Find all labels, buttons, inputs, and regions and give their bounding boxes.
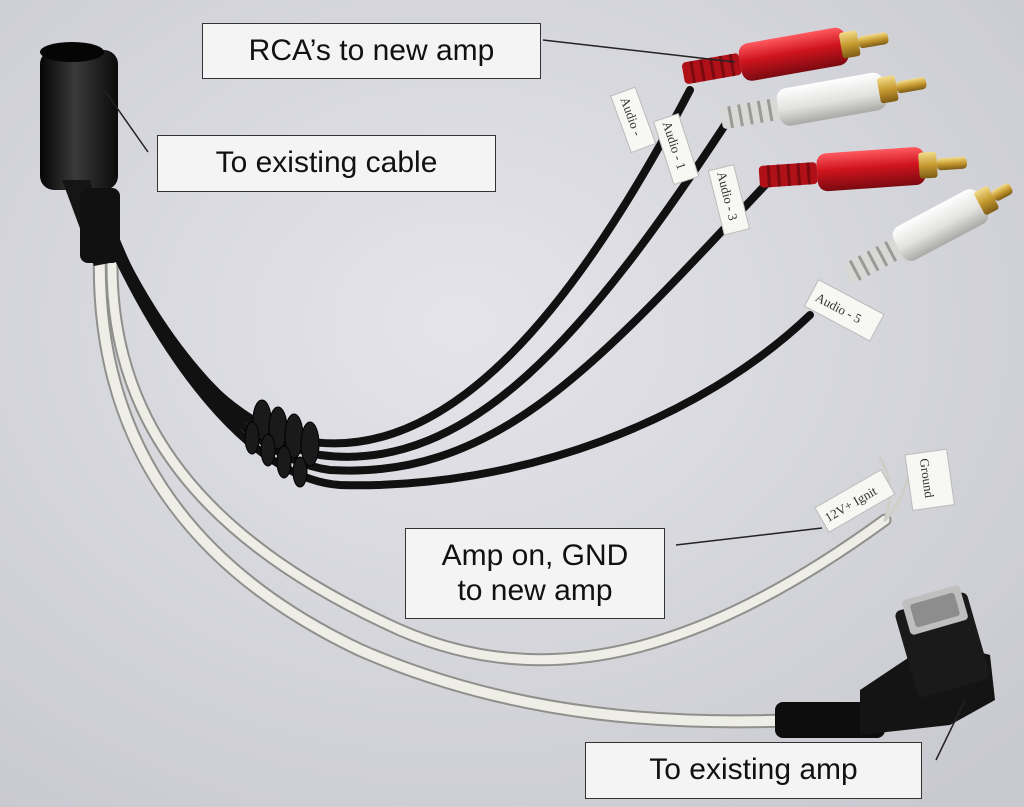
rca-plug-red-2 [758,147,967,192]
callout-amp-on-gnd: Amp on, GND to new amp [405,528,665,619]
wire-tag-3: Audio - 3 [707,164,751,236]
rca-plug-red-1 [682,27,889,84]
leader-amp-on [675,527,823,546]
callout-amp-on-line2: to new amp [457,573,613,607]
leader-rca [542,39,736,63]
svg-text:Ground: Ground [917,457,937,499]
leader-existing-amp [935,699,966,761]
rca-plug-white-1 [720,72,927,129]
white-cables [92,243,912,729]
callout-to-existing-amp: To existing amp [585,742,922,799]
black-cables [108,86,814,490]
din-connector [775,585,995,738]
callout-cable-text: To existing cable [215,146,438,180]
leader-lines [102,39,966,761]
callout-existing-amp-text: To existing amp [649,753,858,787]
wire-tag-4: Audio - 5 [803,278,885,342]
rca-plug-white-2 [843,183,1013,284]
barrel-connector [40,42,120,266]
callout-to-existing-cable: To existing cable [157,135,496,192]
callout-rca-to-new-amp: RCA’s to new amp [202,23,541,79]
cable-tie [244,399,320,488]
callout-amp-on-line1: Amp on, GND [441,539,629,572]
leader-cable [102,87,149,153]
wire-tag-6: Ground [904,448,955,512]
callout-rca-text: RCA’s to new amp [248,33,495,67]
